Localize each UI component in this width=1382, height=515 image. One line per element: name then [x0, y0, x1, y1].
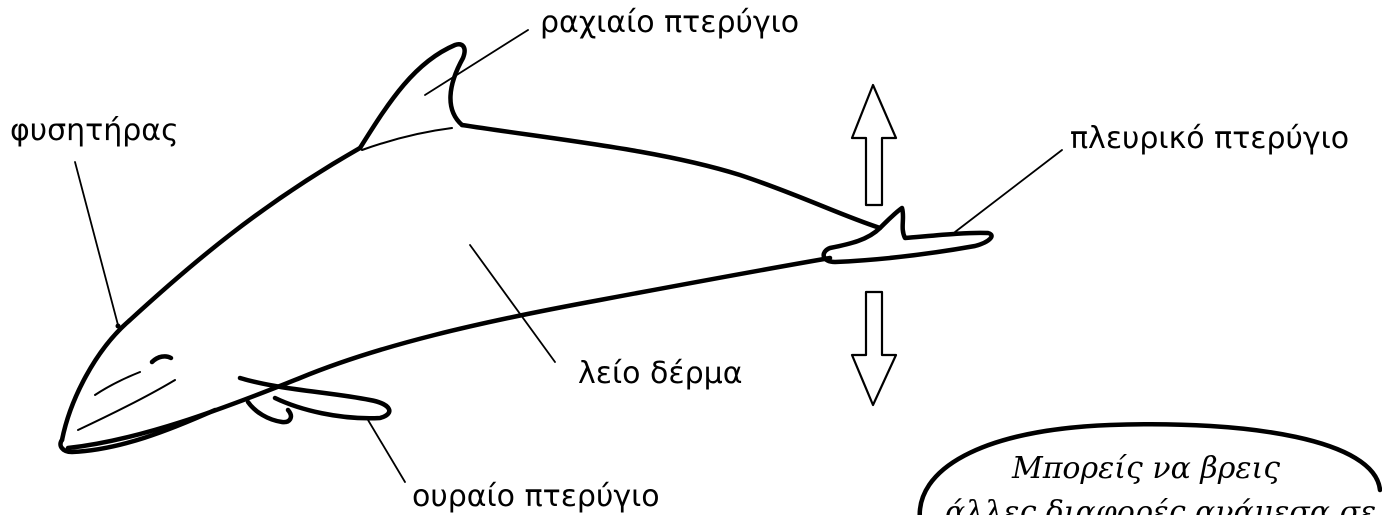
- speech-bubble-line-2: άλλες διαφορές ανάμεσα σε: [945, 495, 1376, 515]
- leader-smooth-skin: [469, 244, 556, 363]
- label-blowhole: φυσητήρας: [10, 113, 179, 148]
- tail-flukes-outline: [821, 205, 994, 265]
- dolphin-rear-back-outline: [459, 122, 883, 231]
- leader-dorsal-fin: [424, 29, 529, 96]
- dolphin-belly-outline: [65, 255, 833, 451]
- dolphin-eye: [149, 354, 174, 365]
- up-arrow-icon: [850, 83, 898, 207]
- dorsal-fin-outline: [357, 42, 467, 151]
- dolphin-back-outline: [59, 145, 363, 443]
- pectoral-fin-outline: [237, 375, 392, 421]
- dolphin-drawing: [58, 42, 994, 455]
- dolphin-snout-outline: [58, 407, 218, 455]
- label-tail-fin: ουραίο πτερύγιο: [412, 479, 660, 514]
- dolphin-melon-line: [94, 371, 141, 396]
- blowhole-dot: [115, 323, 121, 329]
- pectoral-fin-lower: [245, 399, 294, 425]
- leader-blowhole: [74, 161, 119, 326]
- label-smooth-skin: λείο δέρμα: [578, 356, 743, 391]
- speech-bubble-outline: [917, 422, 1382, 515]
- label-dorsal-fin: ραχιαίο πτερύγιο: [540, 5, 799, 40]
- dorsal-base-line: [361, 127, 453, 151]
- speech-bubble-line-1: Μπορείς να βρεις: [1011, 451, 1280, 486]
- leader-tail-fin: [367, 419, 406, 483]
- dolphin-jaw-line: [77, 379, 176, 431]
- speech-bubble: Μπορείς να βρεις άλλες διαφορές ανάμεσα …: [917, 422, 1382, 515]
- leader-flipper: [954, 149, 1063, 233]
- label-flipper: πλευρικό πτερύγιο: [1070, 121, 1349, 156]
- down-arrow-icon: [850, 290, 898, 407]
